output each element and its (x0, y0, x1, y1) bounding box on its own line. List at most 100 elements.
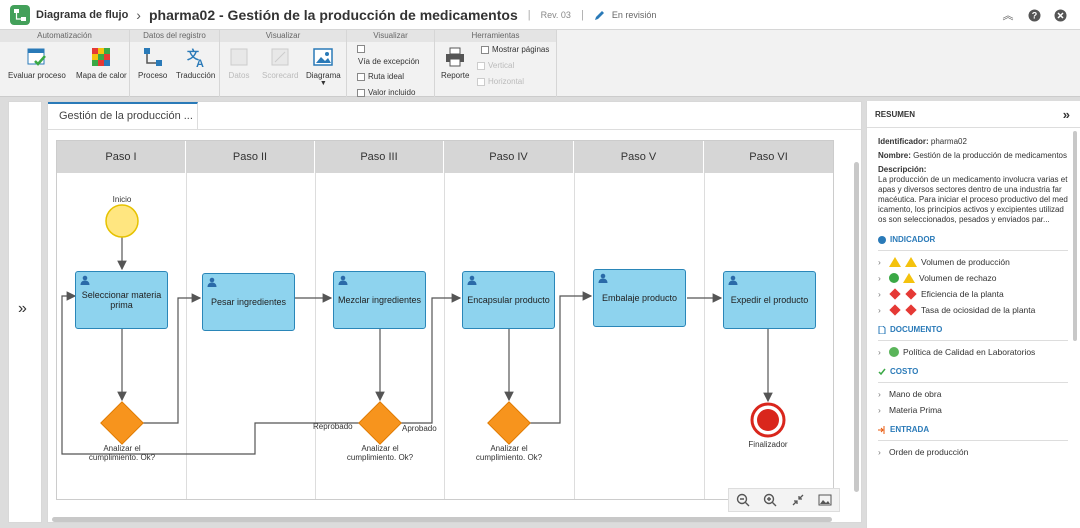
zoom-out-icon[interactable] (735, 492, 751, 508)
vertical-option[interactable]: Vertical (477, 61, 514, 70)
indicator-label: Tasa de ociosidad de la planta (921, 305, 1036, 315)
task-embalaje-producto[interactable]: Embalaje producto (593, 269, 686, 327)
fit-screen-icon[interactable] (790, 492, 806, 508)
red-diamond-icon (905, 304, 917, 316)
warning-triangle-icon (889, 257, 901, 267)
heat-map-button[interactable]: Mapa de calor (76, 46, 127, 80)
checkbox-box (357, 72, 365, 81)
tab-divider (48, 129, 861, 130)
start-event[interactable] (105, 204, 139, 238)
lane-header: Paso II (186, 141, 315, 173)
gateway[interactable] (487, 401, 531, 445)
ribbon-toolbar: Automatización Evaluar proceso Mapa de c… (0, 30, 1080, 97)
task-mezclar-ingredientes[interactable]: Mezclar ingredientes (333, 271, 426, 329)
close-icon[interactable] (1052, 7, 1068, 23)
expand-right-icon[interactable]: » (18, 300, 27, 317)
svg-text:?: ? (1031, 10, 1037, 20)
horizontal-option[interactable]: Horizontal (477, 77, 524, 86)
cost-item[interactable]: ›Materia Prima (878, 405, 1068, 415)
separator: | (580, 8, 584, 21)
lane-header: Paso VI (704, 141, 833, 173)
end-event-core (757, 409, 779, 431)
lane-divider (444, 173, 445, 499)
section-indicador[interactable]: INDICADOR (878, 235, 1068, 251)
rejected-label: Reprobado (313, 422, 353, 431)
document-item[interactable]: ›Política de Calidad en Laboratorios (878, 347, 1068, 357)
indicator-item[interactable]: › Tasa de ociosidad de la planta (878, 304, 1068, 316)
value-included-checkbox[interactable]: Valor incluido (357, 88, 415, 97)
checkbox-box (481, 45, 489, 54)
description-value: La producción de un medicamento involucr… (878, 175, 1068, 224)
indicator-item[interactable]: ›Volumen de producción (878, 257, 1068, 267)
section-costo[interactable]: COSTO (878, 367, 1068, 383)
vertical-scrollbar[interactable] (854, 162, 859, 492)
data-button[interactable]: Datos (228, 46, 250, 80)
breadcrumb-module[interactable]: Diagrama de flujo (36, 8, 129, 21)
user-icon (728, 275, 738, 285)
svg-text:文: 文 (187, 47, 200, 62)
user-icon (467, 275, 477, 285)
tab-diagram[interactable]: Gestión de la producción ... (48, 102, 198, 129)
user-icon (338, 275, 348, 285)
task-label: Pesar ingredientes (210, 297, 287, 307)
chevron-right-icon: › (878, 305, 881, 315)
name-value: Gestión de la producción de medicamentos (913, 151, 1067, 160)
pencil-icon (594, 10, 604, 20)
lane-header: Paso I (57, 141, 186, 173)
cost-item[interactable]: ›Mano de obra (878, 389, 1068, 399)
task-label: Embalaje producto (601, 293, 678, 303)
task-label: Seleccionar materia prima (81, 290, 162, 310)
chevron-right-icon: › (878, 257, 881, 267)
data-label: Datos (228, 71, 250, 80)
section-entrada[interactable]: ENTRADA (878, 425, 1068, 441)
evaluate-process-button[interactable]: Evaluar proceso (8, 46, 66, 80)
svg-text:A: A (196, 58, 204, 68)
summary-title: RESUMEN (875, 109, 916, 119)
chevron-right-icon: › (136, 6, 141, 23)
process-button[interactable]: Proceso (138, 46, 167, 80)
red-diamond-icon (889, 304, 901, 316)
user-icon (80, 275, 90, 285)
task-pesar-ingredientes[interactable]: Pesar ingredientes (202, 273, 295, 331)
indicator-item[interactable]: ›Volumen de rechazo (878, 273, 1068, 283)
scorecard-button[interactable]: Scorecard (262, 46, 298, 80)
warning-triangle-icon (903, 273, 915, 283)
diagram-button[interactable]: Diagrama ▼ (306, 46, 341, 87)
section-documento[interactable]: DOCUMENTO (878, 325, 1068, 341)
task-expedir-el-producto[interactable]: Expedir el producto (723, 271, 816, 329)
task-encapsular-producto[interactable]: Encapsular producto (462, 271, 555, 329)
process-label: Proceso (138, 71, 168, 80)
task-seleccionar-materia-prima[interactable]: Seleccionar materia prima (75, 271, 168, 329)
horizontal-scrollbar[interactable] (52, 517, 832, 522)
input-item[interactable]: ›Orden de producción (878, 447, 1068, 457)
exception-path-checkbox[interactable] (357, 45, 365, 53)
show-pages-checkbox[interactable]: Mostrar páginas (481, 45, 549, 54)
collapse-up-icon[interactable]: ︽ (1002, 10, 1014, 22)
image-export-icon[interactable] (817, 492, 833, 508)
indicator-item[interactable]: › Eficiencia de la planta (878, 288, 1068, 300)
id-label: Identificador: (878, 137, 929, 146)
red-diamond-icon (889, 288, 901, 300)
ideal-route-checkbox[interactable]: Ruta ideal (357, 72, 404, 81)
gateway[interactable] (100, 401, 144, 445)
chevron-right-icon: › (878, 289, 881, 299)
checkbox-box (357, 88, 365, 97)
cost-icon (878, 368, 886, 376)
gateway[interactable] (358, 401, 402, 445)
help-icon[interactable]: ? (1026, 7, 1042, 23)
zoom-in-icon[interactable] (762, 492, 778, 508)
summary-scrollbar[interactable] (1073, 131, 1077, 341)
collapse-right-icon[interactable]: » (1062, 107, 1070, 122)
red-diamond-icon (905, 288, 917, 300)
checklist-icon (27, 48, 46, 66)
chevron-right-icon: › (878, 447, 881, 457)
lane-header: Paso III (315, 141, 444, 173)
lane-header: Paso V (574, 141, 704, 173)
lane-divider (574, 173, 575, 499)
checkbox-box (477, 77, 485, 86)
task-label: Encapsular producto (467, 295, 550, 305)
checkbox-box (357, 45, 365, 53)
indicator-label: Eficiencia de la planta (921, 289, 1004, 299)
report-button[interactable]: Reporte (441, 46, 469, 80)
